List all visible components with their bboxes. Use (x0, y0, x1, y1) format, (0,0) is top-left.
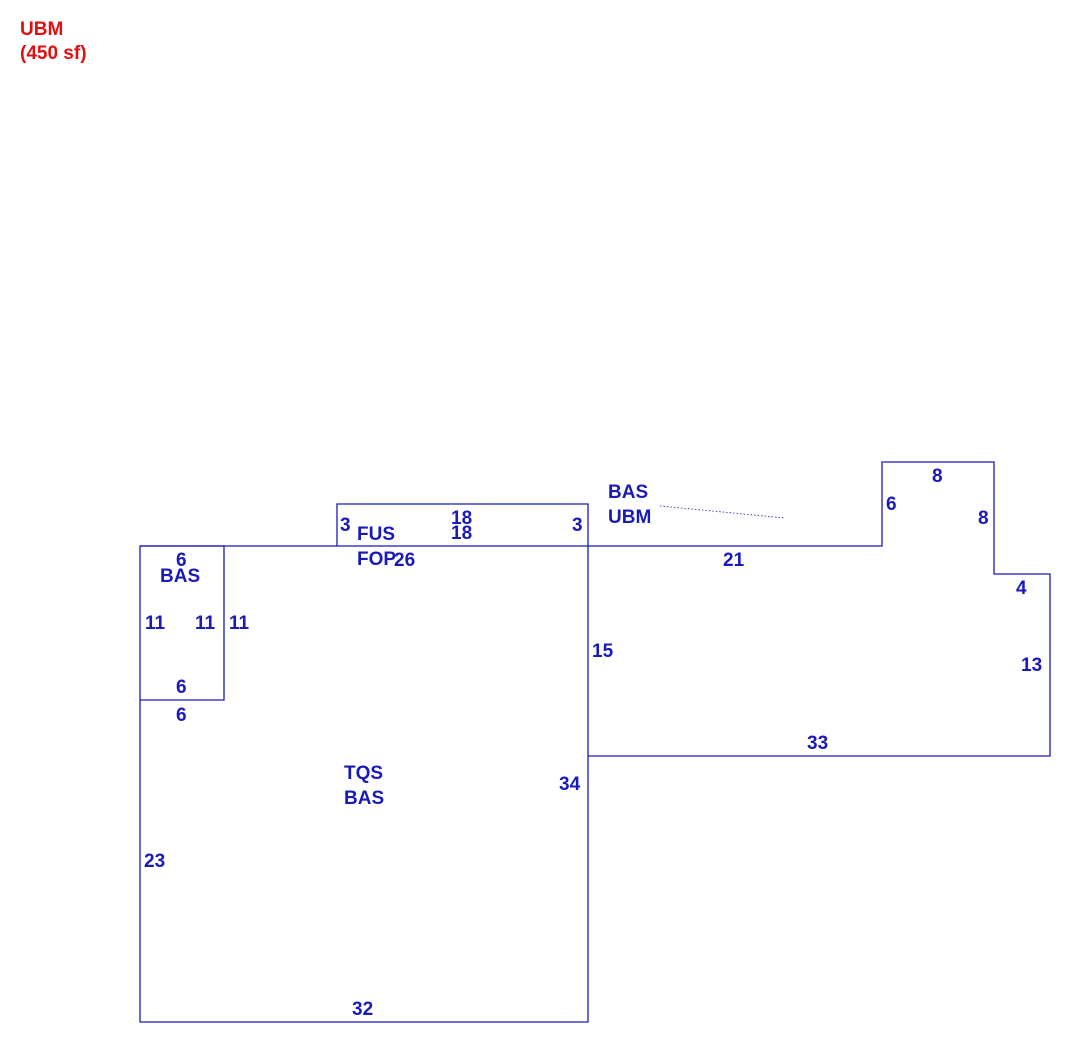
dim-bas-small-bottom-outer: 6 (176, 705, 187, 726)
dim-main-left: 23 (144, 851, 165, 872)
dim-ubm-bump-left: 6 (886, 494, 897, 515)
ubm-leader-line (659, 505, 786, 519)
dim-fop-right: 3 (572, 515, 583, 536)
dim-ubm-bump-right: 8 (978, 508, 989, 529)
dim-main-bottom: 32 (352, 999, 373, 1020)
ubm-bas-label: BAS (608, 482, 648, 503)
legend-area-code: UBM (20, 19, 64, 40)
small-bas-label: BAS (160, 566, 200, 587)
fus-label: FUS (357, 524, 395, 545)
dim-ubm-top: 21 (723, 550, 745, 571)
dim-ubm-left: 15 (592, 641, 614, 662)
dim-bas-small-bottom-inner: 6 (176, 677, 187, 698)
dim-main-right: 34 (559, 774, 581, 795)
dim-ubm-bump-top: 8 (932, 466, 943, 487)
dim-fop-inner: 18 (451, 523, 472, 544)
dim-ubm-right: 13 (1021, 655, 1042, 676)
dim-ubm-step: 4 (1016, 578, 1027, 599)
dim-ubm-bottom: 33 (807, 733, 828, 754)
main-bas-label: BAS (344, 788, 384, 809)
dim-bas-small-right-inner: 11 (195, 613, 216, 634)
dim-bas-small-right-outer: 11 (229, 613, 250, 634)
main-building-outline (139, 545, 589, 1023)
dim-fop-left: 3 (340, 515, 351, 536)
dim-bas-small-left: 11 (145, 613, 166, 634)
dim-bas-small-top: 6 (176, 550, 187, 571)
legend-area-size: (450 sf) (20, 43, 87, 64)
fop-outline (336, 503, 589, 546)
ubm-wing-outline (588, 461, 1051, 757)
fop-label: FOP (357, 549, 396, 570)
ubm-label: UBM (608, 507, 651, 528)
dim-main-top: 26 (394, 550, 415, 571)
small-bas-outline (140, 545, 225, 701)
dim-fop-top: 18 (451, 508, 472, 529)
tqs-label: TQS (344, 763, 383, 784)
area-legend: UBM (450 sf) (20, 18, 87, 66)
